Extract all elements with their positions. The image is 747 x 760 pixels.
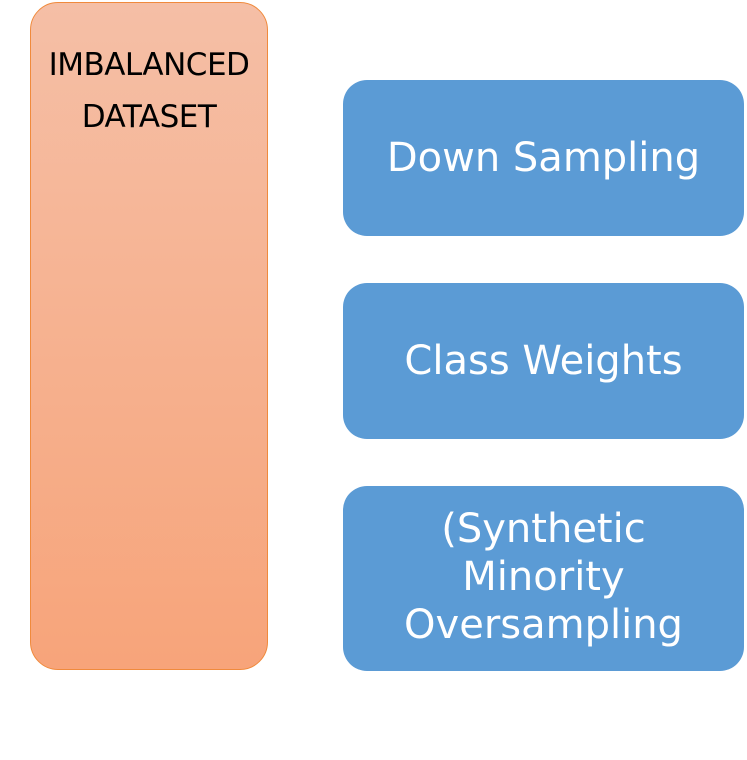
imbalanced-dataset-title: IMBALANCED DATASET bbox=[31, 39, 267, 143]
smote-line-3: Oversampling bbox=[404, 601, 683, 648]
title-line-1: IMBALANCED bbox=[48, 47, 250, 83]
smote-label: (Synthetic Minority Oversampling bbox=[404, 505, 683, 649]
class-weights-label: Class Weights bbox=[404, 337, 682, 385]
imbalanced-dataset-box: IMBALANCED DATASET bbox=[30, 2, 268, 670]
class-weights-line-1: Class Weights bbox=[404, 338, 683, 384]
down-sampling-label: Down Sampling bbox=[387, 134, 700, 182]
class-weights-box: Class Weights bbox=[343, 283, 744, 439]
title-line-2: DATASET bbox=[81, 99, 217, 135]
smote-box: (Synthetic Minority Oversampling bbox=[343, 486, 744, 671]
smote-line-1: (Synthetic bbox=[441, 505, 646, 552]
down-sampling-line-1: Down Sampling bbox=[386, 135, 701, 181]
smote-line-2: Minority bbox=[462, 553, 625, 600]
down-sampling-box: Down Sampling bbox=[343, 80, 744, 236]
